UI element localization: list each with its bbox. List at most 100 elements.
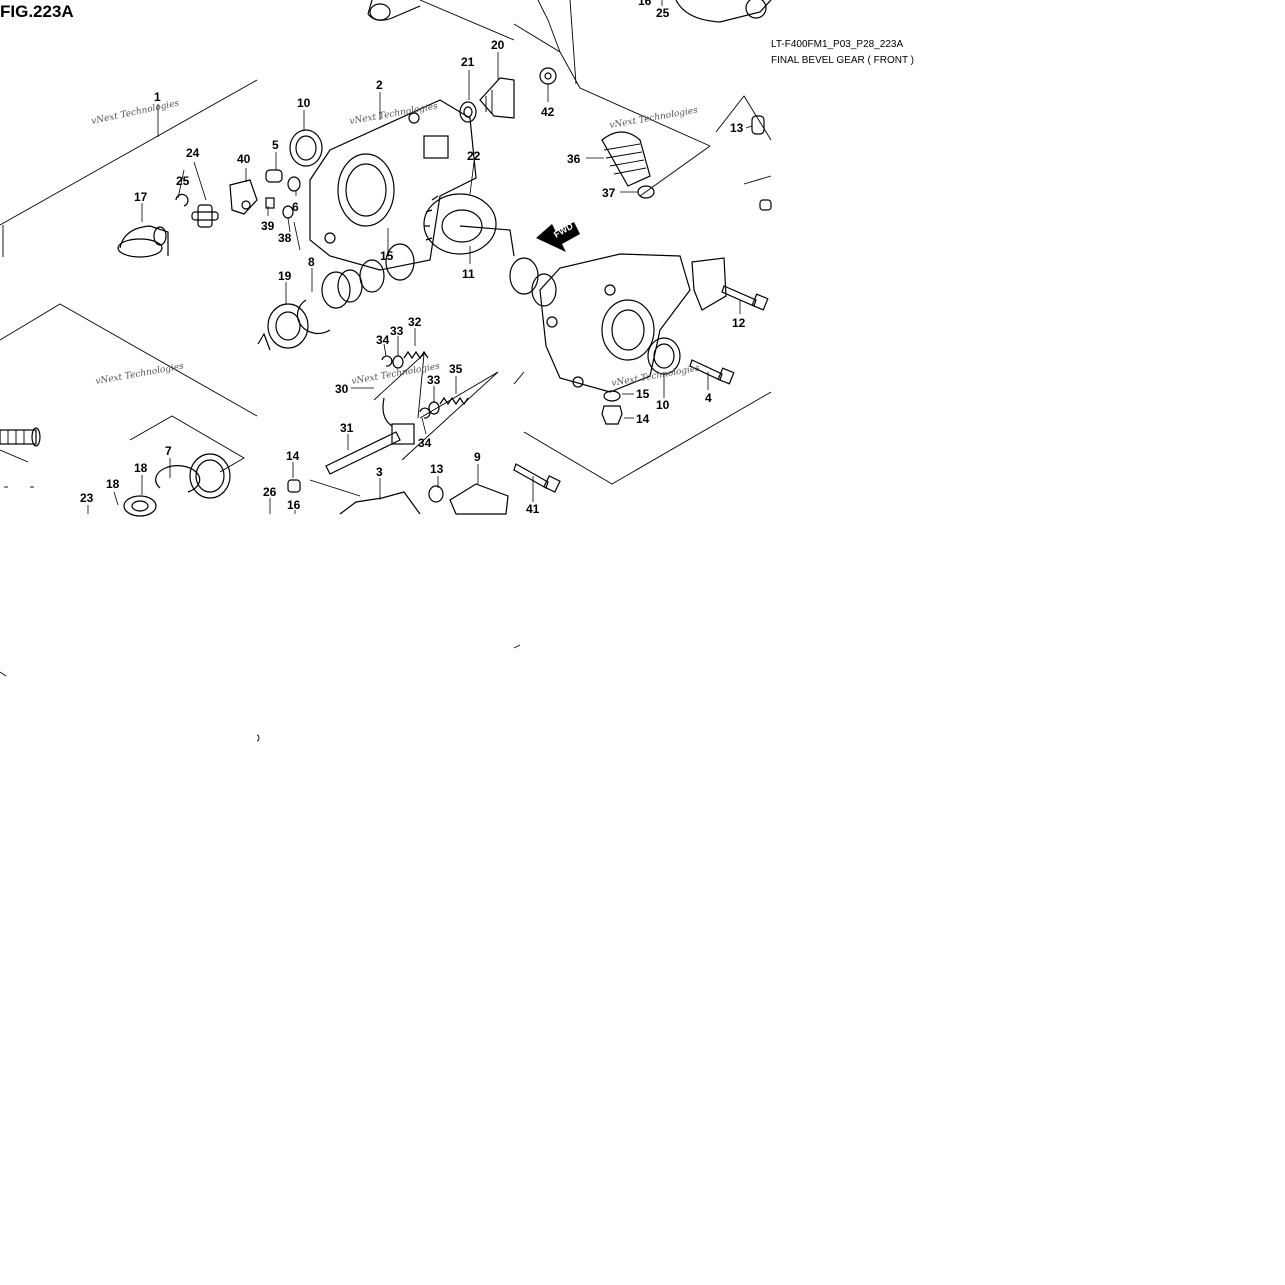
ring-gear-27 xyxy=(423,193,515,257)
plug-14 xyxy=(601,405,623,425)
callout-21: 18 xyxy=(134,461,148,475)
case-fragment xyxy=(675,0,772,23)
callout-2: 2 xyxy=(376,78,383,92)
callout-1: 1 xyxy=(154,90,161,104)
collar xyxy=(321,269,363,309)
callout-15: 15 xyxy=(636,387,650,401)
watermark: vNext Technologies xyxy=(609,106,699,131)
shim xyxy=(359,259,385,293)
oil-seal-10 xyxy=(289,129,323,167)
bolt-12 xyxy=(721,285,769,311)
yoke-19 xyxy=(117,225,169,258)
callout-42: 42 xyxy=(541,105,555,119)
callout-34: 34 xyxy=(376,333,390,347)
pin-fragment xyxy=(759,199,772,211)
callout-7: 7 xyxy=(165,444,172,458)
callout-24: 21 xyxy=(461,55,475,69)
stray-marks xyxy=(0,486,521,742)
callout-30: 30 xyxy=(335,382,349,396)
callout-5: 5 xyxy=(272,138,279,152)
callout-33: 33 xyxy=(427,373,441,387)
final-gear-housing xyxy=(539,253,691,393)
callout-8: 8 xyxy=(308,255,315,269)
callout-37: 39 xyxy=(261,219,275,233)
callout-18: 16 xyxy=(638,0,652,8)
watermark: vNext Technologies xyxy=(95,362,185,387)
pin-13 xyxy=(751,115,765,135)
callout-10: 10 xyxy=(656,398,670,412)
callout-22: 19 xyxy=(278,269,292,283)
callout-41: 41 xyxy=(526,502,540,516)
callout-40: 37 xyxy=(602,186,616,200)
boot-39 xyxy=(601,131,651,187)
callout-38: 40 xyxy=(237,152,251,166)
callout-11: 11 xyxy=(462,267,475,281)
oil-seal xyxy=(189,453,231,499)
bearing-22 xyxy=(257,303,309,351)
nut-16 xyxy=(428,485,444,503)
callout-25: 26 xyxy=(263,485,277,499)
callout-29: 25 xyxy=(176,174,190,188)
callout-33: 33 xyxy=(390,324,404,338)
callout-39: 36 xyxy=(567,152,581,166)
callout-26: 23 xyxy=(80,491,94,505)
callout-16: 13 xyxy=(430,462,444,476)
clip-34 xyxy=(381,355,393,367)
clip-34b xyxy=(419,407,431,419)
callout-32: 32 xyxy=(408,315,422,329)
callout-27: 22 xyxy=(467,149,481,163)
left-panel: vNext Technologies vNext Technologies 1 … xyxy=(0,79,258,517)
callout-18: 15 xyxy=(380,249,394,263)
callout-28: 24 xyxy=(186,146,200,160)
callout-31: 31 xyxy=(340,421,354,435)
callout-12: 12 xyxy=(732,316,746,330)
bearing-18 xyxy=(385,243,415,281)
figure-caption: FINAL BEVEL GEAR ( FRONT ) xyxy=(771,55,914,66)
drive-shaft-top xyxy=(367,0,421,21)
washer-33 xyxy=(392,355,404,369)
callout-4: 4 xyxy=(705,391,712,405)
universal-joint-cross xyxy=(175,193,219,228)
callout-20: 18 xyxy=(106,477,120,491)
bushing-17 xyxy=(287,479,301,493)
center-panel: vNext Technologies vNext Technologies 2 xyxy=(257,0,515,515)
bracket xyxy=(691,257,727,311)
callout-36: 38 xyxy=(278,231,292,245)
spring-32 xyxy=(403,350,429,360)
bearing-24 xyxy=(459,101,477,123)
callout-13: 13 xyxy=(730,121,744,135)
spring-35 xyxy=(439,396,469,406)
shaft-end xyxy=(0,427,41,447)
callout-3: 3 xyxy=(376,465,383,479)
callout-25: 25 xyxy=(656,6,670,20)
washer-15 xyxy=(603,390,621,402)
bolt-4 xyxy=(689,359,735,385)
figure-title: FIG.223A xyxy=(0,2,74,21)
figure-code: LT-F400FM1_P03_P28_223A xyxy=(771,39,903,50)
callout-9: 9 xyxy=(474,450,481,464)
callout-6: 6 xyxy=(292,200,299,214)
watermark: vNext Technologies xyxy=(611,364,701,389)
watermark: vNext Technologies xyxy=(349,102,439,127)
bearing-edge xyxy=(509,257,557,307)
washer-6 xyxy=(287,176,301,192)
callout-17: 14 xyxy=(286,449,300,463)
shift-fork-shaft-31 xyxy=(325,397,415,475)
fwd-arrow-icon: FWD xyxy=(536,221,580,252)
bolt-41 xyxy=(513,463,561,493)
callout-35: 35 xyxy=(449,362,463,376)
pinion-gear-23 xyxy=(479,77,515,119)
cover-3 xyxy=(339,491,421,515)
callout-19: 17 xyxy=(134,190,148,204)
nut-42 xyxy=(539,67,557,85)
bolt-37 xyxy=(265,197,275,209)
callout-14: 14 xyxy=(636,412,650,426)
flange-38 xyxy=(229,179,258,215)
bearing-20-21 xyxy=(123,495,157,517)
callout-34: 34 xyxy=(418,436,432,450)
watermark: vNext Technologies xyxy=(91,98,181,126)
gear-case-2 xyxy=(309,99,477,271)
callout-10: 10 xyxy=(297,96,311,110)
callout-23: 20 xyxy=(491,38,505,52)
